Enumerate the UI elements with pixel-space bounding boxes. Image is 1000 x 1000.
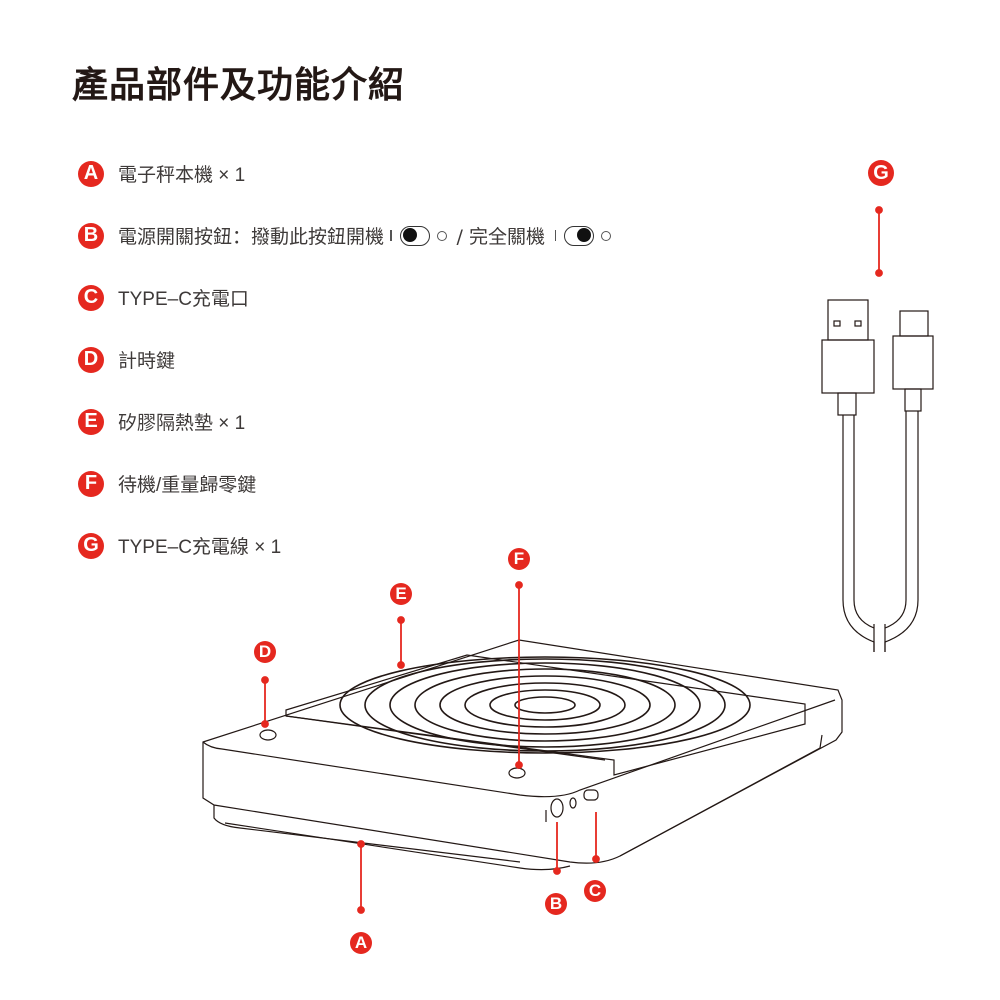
callout-b: B xyxy=(545,893,567,915)
legend-item-d: D 計時鍵 xyxy=(78,346,175,373)
usb-cable-icon xyxy=(821,299,934,652)
legend-item-b: B 電源開關按鈕：撥動此按鈕開機 / 完全關機 xyxy=(78,222,617,249)
badge-g: G xyxy=(78,532,104,559)
page-title: 產品部件及功能介紹 xyxy=(72,65,406,106)
badge-b: B xyxy=(78,222,104,249)
scale-device-icon xyxy=(202,639,843,871)
legend-item-f: F 待機/重量歸零鍵 xyxy=(78,470,256,497)
leader-lines xyxy=(261,206,883,914)
switch-on-icon xyxy=(390,225,447,246)
heat-pad-pattern-icon xyxy=(339,656,751,754)
callout-g: G xyxy=(868,160,894,186)
callout-f: F xyxy=(508,548,530,570)
switch-off-label: / 完全關機 xyxy=(456,226,545,248)
legend-item-c: C TYPE–C充電口 xyxy=(78,284,249,311)
legend-label: 計時鍵 xyxy=(118,351,176,372)
badge-d: D xyxy=(78,346,104,373)
legend-label: TYPE–C充電口 xyxy=(118,289,249,310)
switch-off-icon xyxy=(554,225,612,246)
badge-f: F xyxy=(78,470,104,497)
legend-item-a: A 電子秤本機 × 1 xyxy=(78,160,245,187)
legend-label: 矽膠隔熱墊 × 1 xyxy=(118,413,246,434)
badge-e: E xyxy=(78,408,104,435)
legend-item-e: E 矽膠隔熱墊 × 1 xyxy=(78,408,245,435)
callout-c: C xyxy=(584,880,606,902)
legend-item-g: G TYPE–C充電線 × 1 xyxy=(78,532,281,559)
badge-a: A xyxy=(78,160,104,187)
callout-d: D xyxy=(254,641,276,663)
callout-a: A xyxy=(350,932,372,954)
legend-label: 待機/重量歸零鍵 xyxy=(118,475,257,496)
callout-e: E xyxy=(390,583,412,605)
legend-label: TYPE–C充電線 × 1 xyxy=(118,537,282,558)
badge-c: C xyxy=(78,284,104,311)
legend-label: 電源開關按鈕：撥動此按鈕開機 xyxy=(118,227,385,248)
legend-label: 電子秤本機 × 1 xyxy=(118,165,246,186)
